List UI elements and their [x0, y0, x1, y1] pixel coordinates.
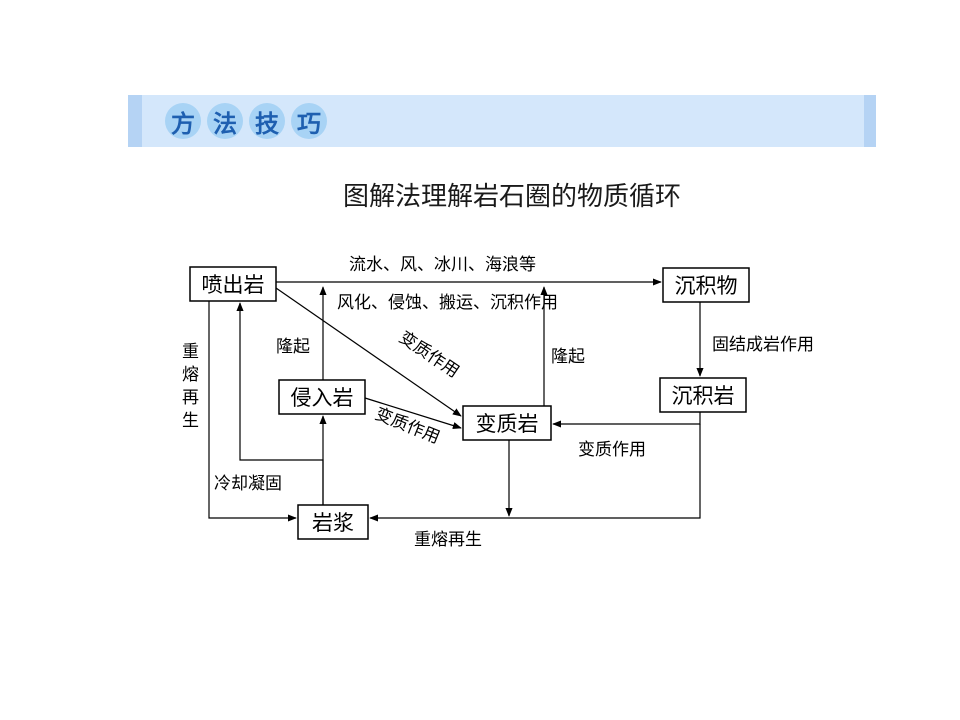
badge-2: 法: [207, 103, 243, 139]
arrow-extrusive-to-metamorphic: [275, 287, 462, 417]
node-magma-label: 岩浆: [312, 511, 354, 535]
arrow-sedimentary-to-metamorphic: [552, 412, 701, 428]
header-right-stripe: [864, 95, 876, 147]
arrow-extrusive-to-magma: [208, 301, 297, 522]
node-sedimentary-label: 沉积岩: [672, 384, 735, 408]
label-remelt-left-3: 再: [182, 388, 199, 408]
node-metamorphic-rock: 变质岩: [462, 405, 552, 441]
label-remelt-left-4: 生: [182, 411, 199, 431]
label-remelt-left: 重 熔 再 生: [182, 342, 204, 431]
node-sedimentary-rock: 沉积岩: [659, 377, 747, 413]
label-cooling: 冷却凝固: [214, 474, 282, 494]
node-sediment: 沉积物: [662, 267, 750, 303]
badge-3: 技: [249, 103, 285, 139]
label-remelt-left-2: 熔: [182, 365, 199, 385]
diagram-title: 图解法理解岩石圈的物质循环: [342, 182, 681, 212]
arrow-intrusive-to-metamorphic: [364, 397, 462, 430]
badge-1: 方: [165, 103, 201, 139]
section-badges: 方 法 技 巧: [165, 103, 327, 139]
label-uplift-left: 隆起: [276, 337, 310, 357]
header-left-stripe: [128, 95, 142, 147]
label-remelt-left-1: 重: [182, 342, 199, 362]
node-extrusive-label: 喷出岩: [202, 273, 265, 297]
node-intrusive-label: 侵入岩: [291, 386, 354, 410]
label-weathering: 风化、侵蚀、搬运、沉积作用: [337, 293, 558, 313]
arrow-sedimentary-to-magma: [369, 424, 701, 522]
label-meta-from-sedimentary: 变质作用: [578, 440, 646, 460]
label-remelt-bottom: 重熔再生: [414, 530, 482, 550]
node-intrusive-rock: 侵入岩: [278, 379, 366, 415]
badge-4: 巧: [291, 103, 327, 139]
label-top-agents: 流水、风、冰川、海浪等: [349, 255, 536, 275]
node-extrusive-rock: 喷出岩: [189, 266, 277, 302]
node-magma: 岩浆: [297, 504, 369, 540]
node-metamorphic-label: 变质岩: [476, 412, 539, 436]
label-meta-from-extrusive: 变质作用: [395, 328, 463, 383]
label-uplift-right: 隆起: [551, 347, 585, 367]
node-sediment-label: 沉积物: [675, 274, 738, 298]
label-consolidation: 固结成岩作用: [712, 335, 814, 355]
